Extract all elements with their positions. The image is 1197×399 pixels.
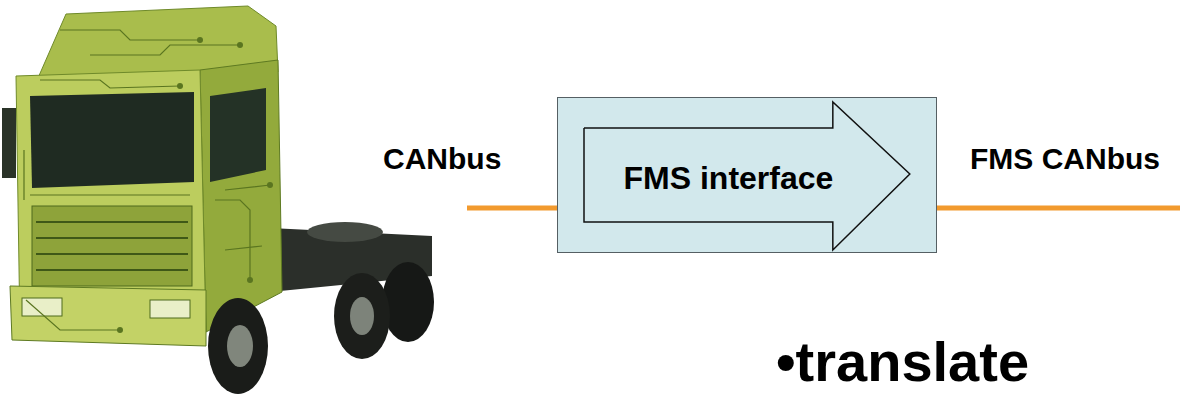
wheel-hub [227,325,253,367]
headlight [150,300,190,318]
circuit-traces [24,30,270,330]
box-title: FMS interface [624,160,834,197]
bus-label: FMS CANbus [970,142,1160,177]
wheel-hub [350,297,374,335]
bus-label: CANbus [383,142,501,177]
canbus-wire [467,206,557,211]
circuit-pads [117,37,273,333]
function-note: •translate [776,330,1029,394]
windshield [30,92,194,188]
fms-canbus-wire [937,206,1180,211]
arrow-shape [584,102,910,250]
side-window [210,88,266,182]
cab-side [200,60,282,332]
grille-bars [36,222,188,270]
mirror [2,108,16,178]
bumper [10,286,206,346]
grille [32,206,192,286]
fifth-wheel [307,222,383,242]
headlight [22,298,62,316]
rear-wheel [382,262,434,342]
front-wheel [208,298,268,394]
rear-wheel [334,273,390,359]
interface-box: FMS interface [557,97,937,253]
